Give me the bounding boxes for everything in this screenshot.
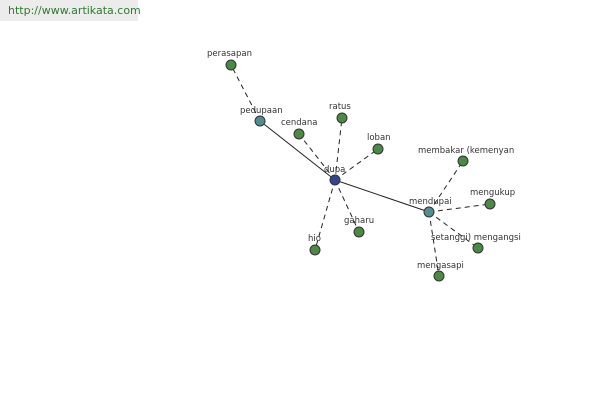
node-label-ratus[interactable]: ratus xyxy=(329,102,351,112)
node-label-membakar[interactable]: membakar (kemenyan xyxy=(418,146,514,156)
node-label-setanggi[interactable]: setanggi) mengangsi xyxy=(431,233,521,243)
node-mengasapi[interactable] xyxy=(433,270,445,282)
edge-pedupaan-perasapan xyxy=(230,64,261,122)
node-label-loban[interactable]: loban xyxy=(367,133,391,143)
node-label-mengukup[interactable]: mengukup xyxy=(470,188,515,198)
node-label-pedupaan[interactable]: pedupaan xyxy=(240,106,283,116)
edge-mendupai-mengukup xyxy=(428,203,491,213)
edge-dupa-hio xyxy=(314,179,336,251)
edges-layer xyxy=(230,64,491,277)
node-setanggi[interactable] xyxy=(472,242,484,254)
node-label-gaharu[interactable]: gaharu xyxy=(344,216,374,226)
node-membakar[interactable] xyxy=(457,155,469,167)
edge-dupa-pedupaan xyxy=(259,120,336,181)
edge-dupa-gaharu xyxy=(334,179,360,233)
node-loban[interactable] xyxy=(372,143,384,155)
edge-mendupai-mengasapi xyxy=(428,211,440,277)
node-hio[interactable] xyxy=(309,244,321,256)
edge-dupa-mendupai xyxy=(334,179,430,213)
node-label-dupa[interactable]: dupa xyxy=(324,165,345,175)
node-label-mendupai[interactable]: mendupai xyxy=(409,197,452,207)
node-ratus[interactable] xyxy=(336,112,348,124)
nodes-layer xyxy=(225,59,496,282)
labels-layer: dupa pedupaan mendupai perasapan cendana ratu… xyxy=(207,49,521,271)
edge-mendupai-membakar xyxy=(428,160,464,213)
edge-dupa-ratus xyxy=(334,117,343,181)
edge-mendupai-setanggi xyxy=(428,211,479,249)
node-dupa[interactable] xyxy=(329,174,341,186)
node-cendana[interactable] xyxy=(293,128,305,140)
node-label-cendana[interactable]: cendana xyxy=(281,118,318,128)
node-perasapan[interactable] xyxy=(225,59,237,71)
node-pedupaan[interactable] xyxy=(254,115,266,127)
node-label-mengasapi[interactable]: mengasapi xyxy=(417,261,464,271)
node-mendupai[interactable] xyxy=(423,206,435,218)
source-url[interactable]: http://www.artikata.com xyxy=(0,0,141,21)
edge-dupa-cendana xyxy=(298,133,336,181)
node-mengukup[interactable] xyxy=(484,198,496,210)
node-label-hio[interactable]: hio xyxy=(308,234,321,244)
node-label-perasapan[interactable]: perasapan xyxy=(207,49,252,59)
node-gaharu[interactable] xyxy=(353,226,365,238)
